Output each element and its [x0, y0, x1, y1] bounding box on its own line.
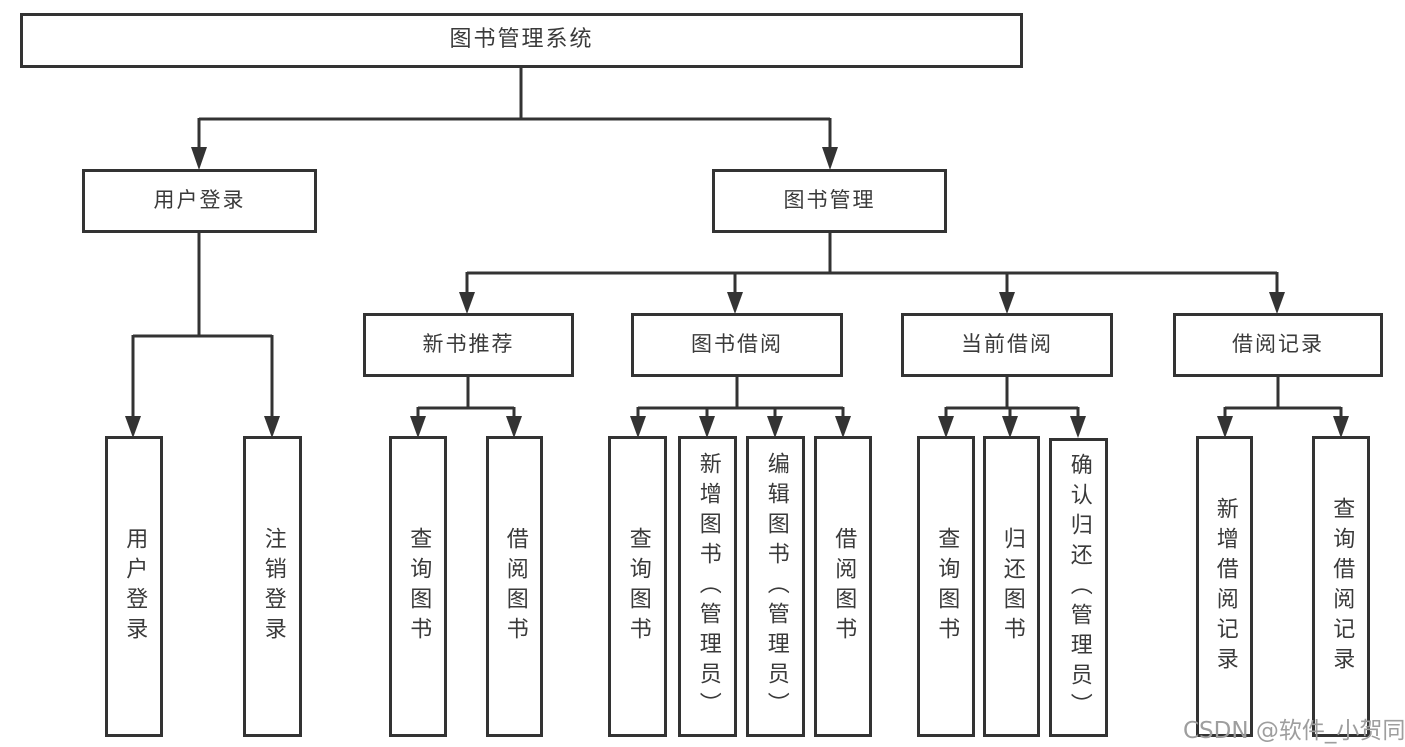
leaf-logout: 注销登录 [243, 436, 302, 737]
node-user-login-label: 用户登录 [153, 188, 246, 213]
node-new-books-label: 新书推荐 [422, 332, 515, 357]
leaf-borrowing-add-label: 新增图书（管理员） [695, 451, 721, 722]
leaf-current-confirm: 确认归还（管理员） [1049, 438, 1108, 737]
node-book-borrowing: 图书借阅 [631, 313, 843, 377]
leaf-records-add: 新增借阅记录 [1196, 436, 1253, 737]
leaf-borrowing-borrow: 借阅图书 [814, 436, 872, 737]
leaf-current-query: 查询图书 [917, 436, 975, 737]
node-book-mgmt: 图书管理 [712, 169, 947, 233]
leaf-current-query-label: 查询图书 [934, 526, 960, 647]
leaf-current-confirm-label: 确认归还（管理员） [1066, 452, 1092, 723]
leaf-current-return-label: 归还图书 [999, 526, 1025, 647]
node-book-borrowing-label: 图书借阅 [691, 332, 783, 357]
node-user-login: 用户登录 [82, 169, 317, 233]
leaf-borrowing-edit: 编辑图书（管理员） [746, 436, 805, 737]
csdn-watermark: CSDN @软件_小贺同学 [1183, 718, 1405, 744]
node-current-borrowing-label: 当前借阅 [961, 332, 1053, 357]
leaf-user-login-label: 用户登录 [122, 526, 148, 647]
node-current-borrowing: 当前借阅 [901, 313, 1113, 377]
leaf-user-login: 用户登录 [105, 436, 163, 737]
leaf-current-return: 归还图书 [983, 436, 1040, 737]
leaf-borrowing-query-label: 查询图书 [625, 526, 651, 647]
leaf-newbooks-borrow: 借阅图书 [486, 436, 543, 737]
leaf-logout-label: 注销登录 [260, 526, 286, 647]
node-root-label: 图书管理系统 [449, 27, 594, 53]
leaf-borrowing-borrow-label: 借阅图书 [831, 526, 857, 647]
leaf-records-query: 查询借阅记录 [1312, 436, 1370, 737]
leaf-newbooks-borrow-label: 借阅图书 [502, 526, 528, 647]
node-borrow-records: 借阅记录 [1173, 313, 1383, 377]
leaf-borrowing-query: 查询图书 [608, 436, 667, 737]
node-book-mgmt-label: 图书管理 [783, 188, 876, 213]
leaf-newbooks-query-label: 查询图书 [406, 526, 432, 647]
leaf-newbooks-query: 查询图书 [389, 436, 447, 737]
leaf-records-add-label: 新增借阅记录 [1212, 496, 1238, 677]
node-new-books: 新书推荐 [363, 313, 574, 377]
node-root: 图书管理系统 [20, 13, 1023, 68]
node-borrow-records-label: 借阅记录 [1232, 332, 1324, 357]
leaf-records-query-label: 查询借阅记录 [1329, 496, 1355, 677]
leaf-borrowing-edit-label: 编辑图书（管理员） [763, 451, 789, 722]
leaf-borrowing-add: 新增图书（管理员） [678, 436, 737, 737]
